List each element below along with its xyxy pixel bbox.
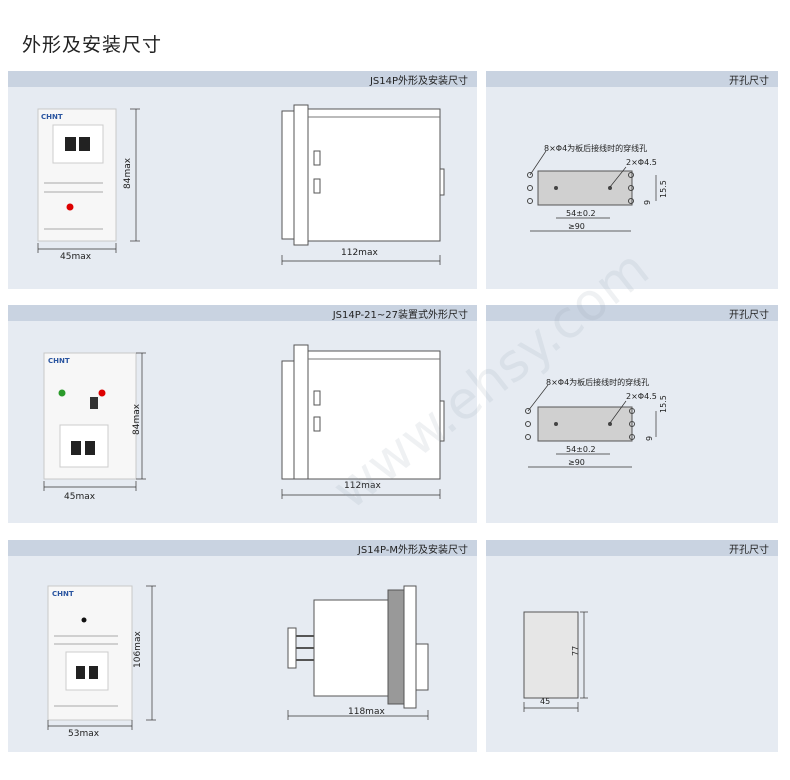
mount-holes-label: 2×Φ4.5 bbox=[626, 158, 657, 167]
page-title: 外形及安装尺寸 bbox=[22, 34, 163, 56]
spacing-label: 54±0.2 bbox=[566, 445, 596, 454]
cutout-panel-header-1: 开孔尺寸 bbox=[486, 71, 778, 87]
cutout-height-label: 77 bbox=[571, 646, 580, 656]
front-height-label: 106max bbox=[133, 631, 143, 668]
cutout-panel-header-2: 开孔尺寸 bbox=[486, 305, 778, 321]
cutout-drawing-1: 8×Φ4为板后接线时的穿线孔 2×Φ4.5 54±0.2 ≥90 15.5 9 bbox=[527, 143, 668, 232]
cutout-panel-3: 开孔尺寸 45 77 bbox=[486, 540, 778, 752]
v2-label: 9 bbox=[645, 436, 654, 441]
mount-holes-label: 2×Φ4.5 bbox=[626, 392, 657, 401]
v1-label: 15.5 bbox=[659, 395, 668, 413]
chnt-logo: CHNT bbox=[48, 357, 70, 365]
front-width-label: 53max bbox=[68, 729, 100, 739]
cutout-panel-title: 开孔尺寸 bbox=[729, 310, 769, 321]
side-length-label: 112max bbox=[341, 248, 378, 258]
side-view: 118max bbox=[287, 585, 429, 720]
outline-drawing-1: CHNT 45max 84max bbox=[37, 104, 445, 265]
side-length-label: 118max bbox=[348, 707, 385, 717]
spacing-label: 54±0.2 bbox=[566, 209, 596, 218]
front-width-label: 45max bbox=[64, 492, 96, 502]
side-length-label: 112max bbox=[344, 481, 381, 491]
front-height-label: 84max bbox=[123, 157, 133, 189]
cutout-panel-title: 开孔尺寸 bbox=[729, 545, 769, 556]
green-led bbox=[58, 389, 66, 397]
cutout-panel-1: 开孔尺寸 8×Φ4为板后接线时的穿线孔 2×Φ4.5 54±0.2 ≥90 15… bbox=[486, 71, 778, 289]
outline-panel-header-1: JS14P外形及安装尺寸 bbox=[8, 71, 477, 87]
outline-drawing-2: CHNT 45max 84max 1 bbox=[43, 344, 445, 502]
hole-note: 8×Φ4为板后接线时的穿线孔 bbox=[544, 143, 647, 153]
cutout-drawing-2: 8×Φ4为板后接线时的穿线孔 2×Φ4.5 54±0.2 ≥90 15.5 9 bbox=[525, 377, 668, 468]
side-view: 112max bbox=[281, 104, 445, 265]
v1-label: 15.5 bbox=[659, 180, 668, 198]
outline-panel-header-3: JS14P-M外形及安装尺寸 bbox=[8, 540, 477, 556]
outline-panel-title: JS14P-M外形及安装尺寸 bbox=[357, 545, 468, 556]
outline-panel-1: JS14P外形及安装尺寸 CHNT 45max 84max bbox=[8, 71, 477, 289]
front-view: CHNT 53max 106max bbox=[47, 585, 156, 739]
cutout-panel-title: 开孔尺寸 bbox=[729, 76, 769, 87]
front-view: CHNT 45max 84max bbox=[43, 352, 146, 502]
hole-note: 8×Φ4为板后接线时的穿线孔 bbox=[546, 377, 649, 387]
front-height-label: 84max bbox=[132, 403, 142, 435]
side-view: 112max bbox=[281, 344, 445, 499]
outline-drawing-3: CHNT 53max 106max bbox=[47, 585, 429, 739]
red-led bbox=[98, 389, 106, 397]
status-led bbox=[66, 203, 74, 211]
cutout-panel-header-3: 开孔尺寸 bbox=[486, 540, 778, 556]
chnt-logo: CHNT bbox=[41, 113, 63, 121]
total-label: ≥90 bbox=[568, 458, 585, 467]
total-label: ≥90 bbox=[568, 222, 585, 231]
outline-panel-2: JS14P-21~27装置式外形尺寸 CHNT 45max 84max bbox=[8, 305, 477, 523]
chnt-logo: CHNT bbox=[52, 590, 74, 598]
front-view: CHNT 45max 84max bbox=[37, 108, 140, 262]
outline-panel-title: JS14P外形及安装尺寸 bbox=[369, 76, 468, 87]
outline-panel-header-2: JS14P-21~27装置式外形尺寸 bbox=[8, 305, 477, 321]
outline-panel-title: JS14P-21~27装置式外形尺寸 bbox=[332, 310, 468, 321]
cutout-panel-2: 开孔尺寸 8×Φ4为板后接线时的穿线孔 2×Φ4.5 54±0.2 ≥90 15… bbox=[486, 305, 778, 523]
outline-panel-3: JS14P-M外形及安装尺寸 CHNT 53max 106max bbox=[8, 540, 477, 752]
front-width-label: 45max bbox=[60, 252, 92, 262]
cutout-drawing-3: 45 77 bbox=[523, 611, 588, 712]
v2-label: 9 bbox=[643, 200, 652, 205]
cutout-width-label: 45 bbox=[540, 697, 550, 706]
